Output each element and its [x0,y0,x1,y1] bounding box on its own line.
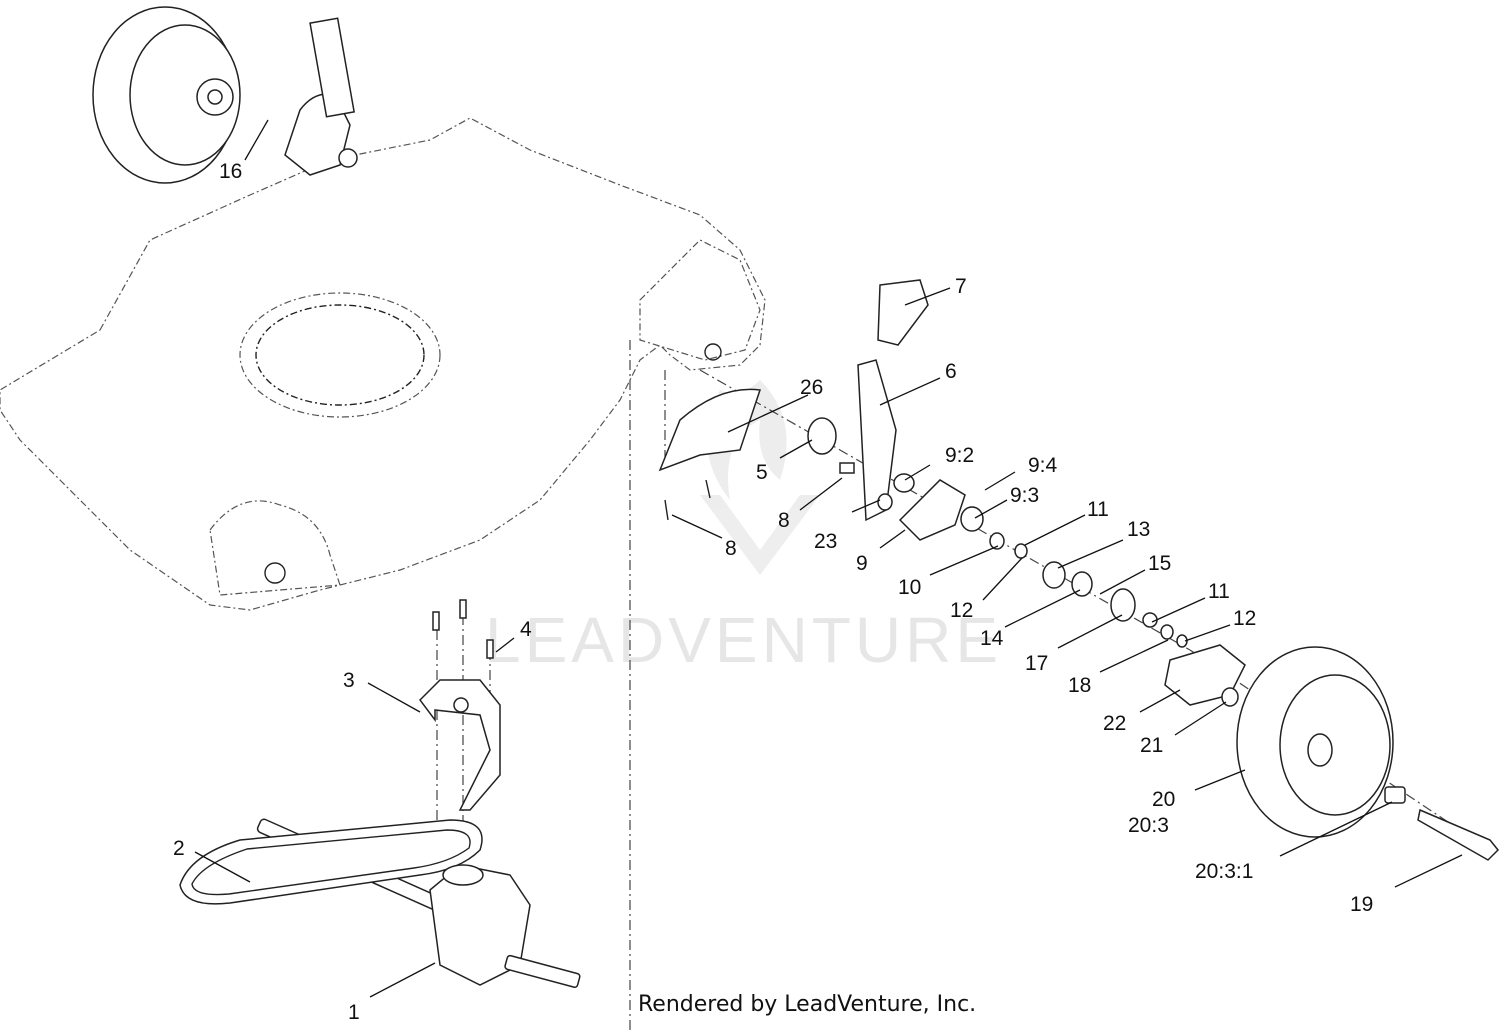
callout-8-lower: 8 [725,537,737,560]
render-credit: Rendered by LeadVenture, Inc. [638,992,977,1017]
callout-13: 13 [1127,518,1150,541]
height-adjust-plate [658,388,762,521]
callout-7: 7 [955,275,967,298]
transmission-belt [179,818,581,989]
callout-18: 18 [1068,674,1091,697]
right-wheel [1236,646,1500,861]
callout-11-lower: 11 [1208,580,1230,603]
callout-14: 14 [980,627,1004,650]
callout-17: 17 [1025,652,1048,675]
leader-lines [194,119,1463,998]
callout-20-3: 20:3 [1128,814,1169,837]
callout-9-2: 9:2 [945,444,974,467]
drive-bracket [419,599,501,811]
mower-deck [0,117,766,611]
callout-1: 1 [348,1001,360,1024]
callout-16: 16 [219,160,242,183]
callout-5: 5 [756,461,768,484]
callout-8-upper: 8 [778,509,790,532]
callout-3: 3 [343,669,355,692]
callout-23: 23 [814,530,837,553]
watermark-text: LEADVENTURE [485,604,1002,676]
callout-10: 10 [898,576,921,599]
callout-12-lower: 12 [1233,607,1256,630]
callout-12-upper: 12 [950,599,973,622]
callout-21: 21 [1140,734,1163,757]
callout-20-3-1: 20:3:1 [1195,860,1253,883]
callout-6: 6 [945,360,957,383]
callout-11-upper: 11 [1087,498,1109,521]
callout-22: 22 [1103,712,1126,735]
callout-9-4: 9:4 [1028,454,1058,477]
callout-20: 20 [1152,788,1175,811]
callout-15: 15 [1148,552,1171,575]
wheel-drive-parts [807,279,1246,707]
rear-wheel-assembly [92,6,358,184]
callouts: 16 7 6 26 5 9:2 9:4 9:3 8 8 23 9 11 13 1… [173,160,1373,1024]
callout-26: 26 [800,376,823,399]
callout-2: 2 [173,837,185,860]
callout-9: 9 [856,552,868,575]
callout-9-3: 9:3 [1010,484,1039,507]
callout-19: 19 [1350,893,1373,916]
callout-4: 4 [520,618,532,641]
